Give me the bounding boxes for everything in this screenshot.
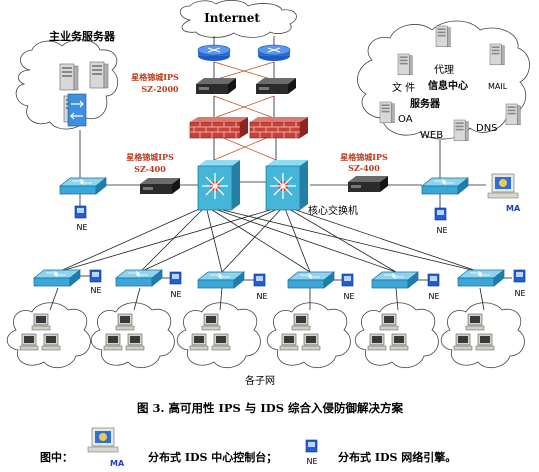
ips-device-icon	[348, 176, 388, 192]
access-switch-icon	[287, 271, 335, 289]
ne-sensor-icon	[253, 273, 266, 287]
router-icon	[257, 44, 291, 62]
ne-sensor-icon	[89, 269, 102, 283]
router-icon	[197, 44, 231, 62]
subnet-clouds	[6, 302, 525, 369]
ips-top-label: 星格锦城IPS	[131, 72, 179, 82]
info-mail-label: MAIL	[488, 82, 508, 91]
pc-icon	[31, 313, 51, 331]
core-switch-label: 核心交换机	[308, 204, 358, 217]
pc-icon	[301, 333, 321, 351]
access-switch-icon	[115, 269, 163, 287]
ma-console-icon	[487, 173, 519, 199]
access-links	[49, 205, 512, 311]
ne-sensor-icon	[427, 273, 440, 287]
legend-ne-icon	[305, 439, 318, 453]
access-switch-icon	[371, 271, 419, 289]
server-icon	[397, 53, 413, 76]
ips-right-label: 星格锦城IPS	[340, 152, 388, 162]
ne-label: NE	[436, 226, 447, 235]
pc-icon	[201, 313, 221, 331]
ips-device-icon	[196, 78, 236, 94]
ne-label: NE	[514, 289, 525, 298]
pc-icon	[115, 313, 135, 331]
pc-icon	[465, 313, 485, 331]
firewall-icon	[189, 116, 249, 139]
connection-lines	[79, 36, 486, 210]
core-switch-icon	[265, 159, 309, 211]
ips-right-model: SZ-400	[348, 163, 380, 173]
pc-icon	[367, 333, 387, 351]
pc-icon	[389, 333, 409, 351]
load-balancer-icon	[67, 93, 87, 127]
pc-icon	[379, 313, 399, 331]
info-center-cloud	[357, 20, 530, 140]
info-oa-label: OA	[398, 114, 413, 125]
ne-label: NE	[256, 292, 267, 301]
info-web-label: WEB	[420, 130, 443, 141]
server-icon	[453, 119, 469, 142]
info-file-label: 文 件	[392, 81, 415, 94]
info-server-label: 服务器	[410, 97, 441, 110]
pc-icon	[211, 333, 231, 351]
ne-label: NE	[170, 290, 181, 299]
server-icon	[505, 103, 521, 126]
legend-ma-desc: 分布式 IDS 中心控制台；	[148, 450, 277, 464]
ne-sensor-icon	[513, 269, 526, 283]
info-proxy-label: 代理	[434, 64, 454, 76]
pc-icon	[125, 333, 145, 351]
legend-prefix: 图中：	[40, 450, 73, 464]
pc-icon	[19, 333, 39, 351]
server-icon	[89, 61, 109, 89]
pc-icon	[291, 313, 311, 331]
ips-device-icon	[140, 178, 180, 194]
internet-label: Internet	[204, 11, 260, 25]
pc-icon	[41, 333, 61, 351]
access-switch-icon	[197, 271, 245, 289]
subnets-label: 各子网	[245, 374, 275, 387]
pc-icon	[279, 333, 299, 351]
ma-label: MA	[506, 204, 521, 213]
server-icon	[435, 25, 451, 48]
info-dns-label: DNS	[476, 123, 498, 134]
legend-ne-label: NE	[306, 457, 317, 466]
access-switch-icon	[33, 269, 81, 287]
main-servers-label: 主业务服务器	[49, 29, 116, 43]
pc-icon	[453, 333, 473, 351]
figure-caption: 图 3. 高可用性 IPS 与 IDS 综合入侵防御解决方案	[137, 401, 404, 415]
ips-top-model: SZ-2000	[141, 84, 179, 94]
ips-left-label: 星格锦城IPS	[126, 152, 174, 162]
server-icon	[489, 43, 505, 66]
ne-label: NE	[90, 286, 101, 295]
info-center-label: 信息中心	[428, 79, 468, 92]
ne-sensor-icon	[169, 271, 182, 285]
pc-icon	[103, 333, 123, 351]
switch-icon	[59, 177, 107, 195]
firewall-icon	[249, 116, 309, 139]
legend-ma-label: MA	[110, 459, 125, 468]
server-icon	[379, 101, 395, 124]
ne-sensor-icon	[341, 273, 354, 287]
ne-label: NE	[343, 292, 354, 301]
internet-cloud	[179, 0, 297, 38]
access-switch-icon	[457, 269, 505, 287]
server-icon	[59, 63, 79, 91]
core-switch-icon	[197, 159, 241, 211]
ne-sensor-icon	[434, 207, 447, 221]
ips-left-model: SZ-400	[134, 164, 166, 174]
ne-label: NE	[428, 292, 439, 301]
redundant-links	[213, 61, 277, 161]
pc-icon	[475, 333, 495, 351]
pc-icon	[189, 333, 209, 351]
ne-label: NE	[76, 223, 87, 232]
switch-icon	[421, 177, 469, 195]
ips-device-icon	[256, 78, 296, 94]
ne-sensor-icon	[74, 205, 87, 219]
legend-ma-icon	[87, 427, 119, 453]
legend-ne-desc: 分布式 IDS 网络引擎。	[338, 450, 456, 464]
